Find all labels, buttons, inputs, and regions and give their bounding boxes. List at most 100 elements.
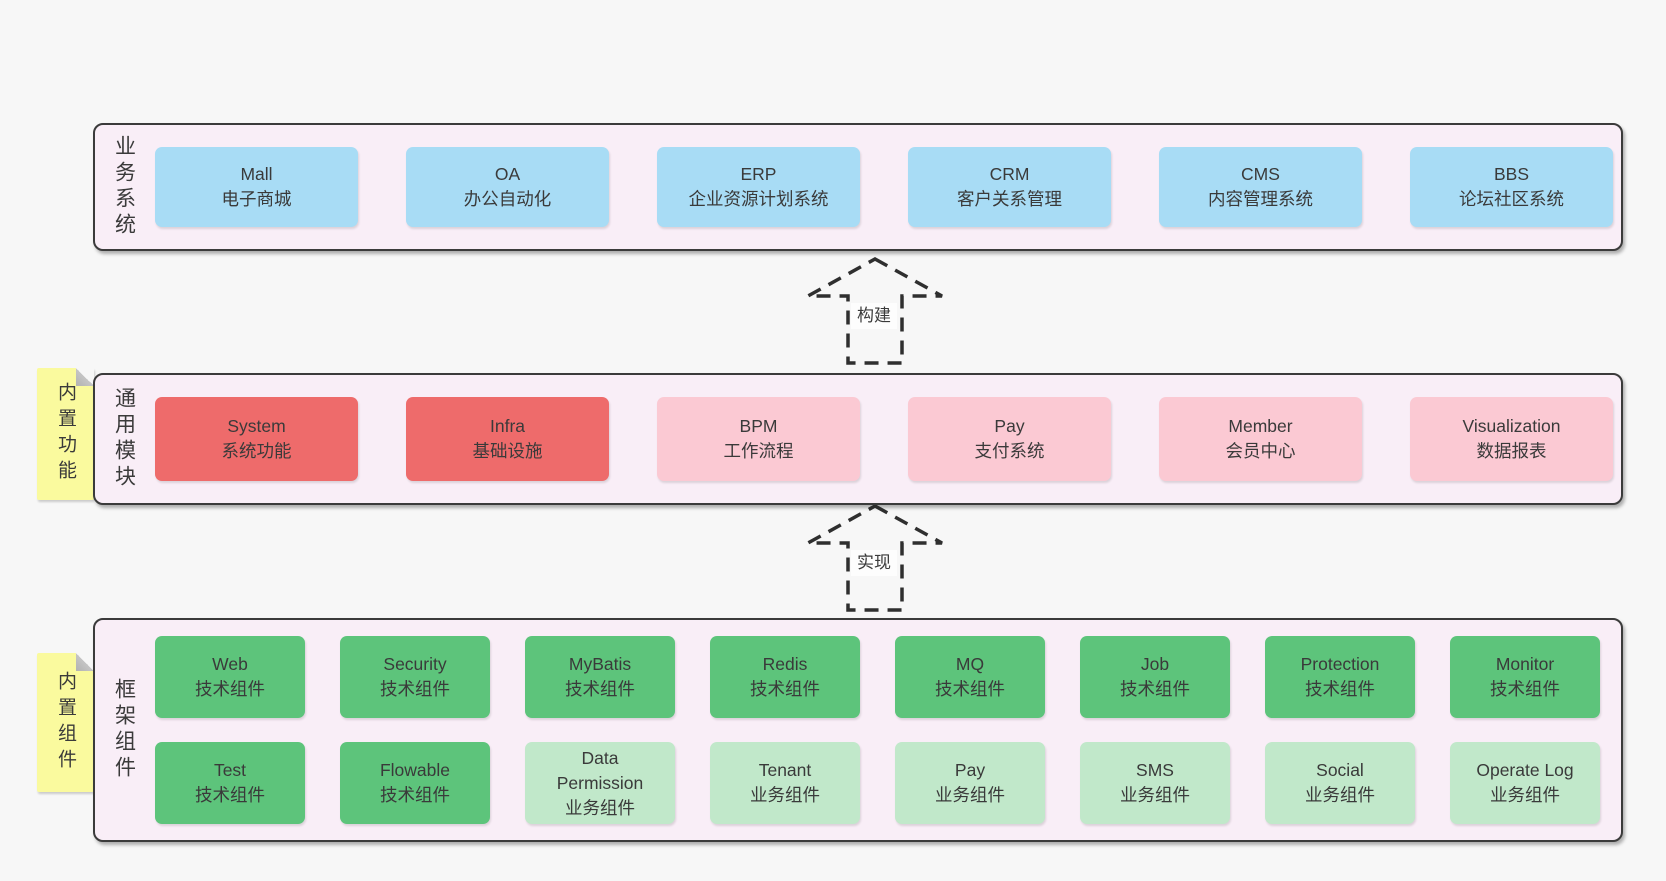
box-sms-title: SMS [1136, 760, 1174, 780]
tab-built-in-features-label: 内置功能 [55, 382, 76, 486]
panel-business-label: 业务系统 [112, 135, 136, 239]
box-visualization-title: Visualization [1462, 416, 1561, 436]
box-security-title: Security [383, 654, 447, 674]
box-oa-title: OA [494, 164, 521, 184]
box-erp-subtitle: 企业资源计划系统 [688, 189, 829, 209]
box-pay-component-subtitle: 业务组件 [935, 785, 1005, 805]
box-cms-subtitle: 内容管理系统 [1208, 189, 1313, 209]
box-protection: Protection 技术组件 [1265, 636, 1415, 718]
box-member-title: Member [1228, 416, 1293, 436]
box-tenant-subtitle: 业务组件 [750, 785, 820, 805]
box-bpm-subtitle: 工作流程 [723, 441, 794, 461]
panel-business-label-wrap: 业务系统 [105, 125, 143, 249]
implement-arrow-label: 实现 [851, 550, 897, 577]
box-member: Member 会员中心 [1159, 397, 1362, 481]
box-operate-log-title: Operate Log [1476, 760, 1574, 780]
box-pay-module-title: Pay [994, 416, 1025, 436]
panel-framework-label: 框架组件 [112, 678, 136, 782]
box-mybatis: MyBatis 技术组件 [525, 636, 675, 718]
box-system-title: System [227, 416, 286, 436]
box-mq-title: MQ [955, 654, 985, 674]
framework-box-rows: Web 技术组件 Security 技术组件 MyBatis 技术组件 Redi… [155, 636, 1600, 824]
box-flowable: Flowable 技术组件 [340, 742, 490, 824]
box-flowable-title: Flowable [379, 760, 451, 780]
box-mybatis-title: MyBatis [568, 654, 632, 674]
box-mybatis-subtitle: 技术组件 [565, 679, 635, 699]
box-social-subtitle: 业务组件 [1305, 785, 1375, 805]
box-visualization-subtitle: 数据报表 [1476, 441, 1547, 461]
box-visualization: Visualization 数据报表 [1410, 397, 1613, 481]
box-pay-component-title: Pay [954, 760, 986, 780]
box-erp-title: ERP [740, 164, 777, 184]
box-sms: SMS 业务组件 [1080, 742, 1230, 824]
implement-arrow: 实现 [805, 503, 945, 613]
box-pay-module: Pay 支付系统 [908, 397, 1111, 481]
framework-row-2: Test 技术组件 Flowable 技术组件 Data Permission … [155, 742, 1600, 824]
business-box-row: Mall 电子商城 OA 办公自动化 ERP 企业资源计划系统 CRM 客户关系… [155, 147, 1613, 227]
box-erp: ERP 企业资源计划系统 [657, 147, 860, 227]
box-pay-module-subtitle: 支付系统 [974, 441, 1045, 461]
box-member-subtitle: 会员中心 [1225, 441, 1296, 461]
box-system-subtitle: 系统功能 [221, 441, 292, 461]
box-monitor-subtitle: 技术组件 [1490, 679, 1560, 699]
box-mq: MQ 技术组件 [895, 636, 1045, 718]
box-bbs-title: BBS [1493, 164, 1530, 184]
box-infra: Infra 基础设施 [406, 397, 609, 481]
box-operate-log: Operate Log 业务组件 [1450, 742, 1600, 824]
box-monitor-title: Monitor [1495, 654, 1555, 674]
box-crm-subtitle: 客户关系管理 [957, 189, 1062, 209]
box-bbs-subtitle: 论坛社区系统 [1459, 189, 1564, 209]
box-job-title: Job [1140, 654, 1170, 674]
box-operate-log-subtitle: 业务组件 [1490, 785, 1560, 805]
build-arrow-label: 构建 [851, 303, 897, 330]
tab-built-in-components-label: 内置组件 [55, 670, 76, 775]
panel-framework-label-wrap: 框架组件 [105, 620, 143, 840]
box-test-subtitle: 技术组件 [195, 785, 265, 805]
box-bbs: BBS 论坛社区系统 [1410, 147, 1613, 227]
box-test: Test 技术组件 [155, 742, 305, 824]
tab-built-in-features: 内置功能 [37, 368, 94, 500]
box-social: Social 业务组件 [1265, 742, 1415, 824]
panel-modules-label-wrap: 通用模块 [105, 375, 143, 503]
box-redis-subtitle: 技术组件 [750, 679, 820, 699]
box-tenant-title: Tenant [758, 760, 812, 780]
box-oa-subtitle: 办公自动化 [463, 189, 552, 209]
box-system: System 系统功能 [155, 397, 358, 481]
box-protection-title: Protection [1300, 654, 1380, 674]
box-data-permission: Data Permission 业务组件 [525, 742, 675, 824]
box-mall-subtitle: 电子商城 [221, 189, 292, 209]
up-arrow-icon [807, 257, 943, 365]
box-data-permission-subtitle: 业务组件 [565, 797, 635, 818]
box-social-title: Social [1316, 760, 1364, 780]
panel-common-modules: 通用模块 System 系统功能 Infra 基础设施 BPM 工作流程 Pay… [93, 373, 1623, 505]
box-web-title: Web [212, 654, 248, 674]
box-web: Web 技术组件 [155, 636, 305, 718]
box-cms-title: CMS [1241, 164, 1280, 184]
box-redis-title: Redis [762, 654, 808, 674]
box-infra-title: Infra [489, 416, 526, 436]
box-mall-title: Mall [240, 164, 273, 184]
box-mall: Mall 电子商城 [155, 147, 358, 227]
box-crm-title: CRM [989, 164, 1030, 184]
up-arrow-icon [807, 504, 943, 612]
framework-row-1: Web 技术组件 Security 技术组件 MyBatis 技术组件 Redi… [155, 636, 1600, 718]
tab-built-in-components: 内置组件 [37, 653, 94, 792]
panel-business-systems: 业务系统 Mall 电子商城 OA 办公自动化 ERP 企业资源计划系统 CRM… [93, 123, 1623, 251]
box-bpm: BPM 工作流程 [657, 397, 860, 481]
box-tenant: Tenant 业务组件 [710, 742, 860, 824]
box-pay-component: Pay 业务组件 [895, 742, 1045, 824]
box-monitor: Monitor 技术组件 [1450, 636, 1600, 718]
build-arrow: 构建 [805, 256, 945, 366]
panel-framework-components: 框架组件 Web 技术组件 Security 技术组件 MyBatis 技术组件… [93, 618, 1623, 842]
box-test-title: Test [213, 760, 247, 780]
box-cms: CMS 内容管理系统 [1159, 147, 1362, 227]
box-bpm-title: BPM [739, 416, 778, 436]
box-security-subtitle: 技术组件 [380, 679, 450, 699]
box-mq-subtitle: 技术组件 [935, 679, 1005, 699]
panel-modules-label: 通用模块 [112, 387, 136, 491]
modules-box-row: System 系统功能 Infra 基础设施 BPM 工作流程 Pay 支付系统… [155, 397, 1613, 481]
box-data-permission-title: Data Permission [556, 747, 644, 793]
box-crm: CRM 客户关系管理 [908, 147, 1111, 227]
box-job: Job 技术组件 [1080, 636, 1230, 718]
